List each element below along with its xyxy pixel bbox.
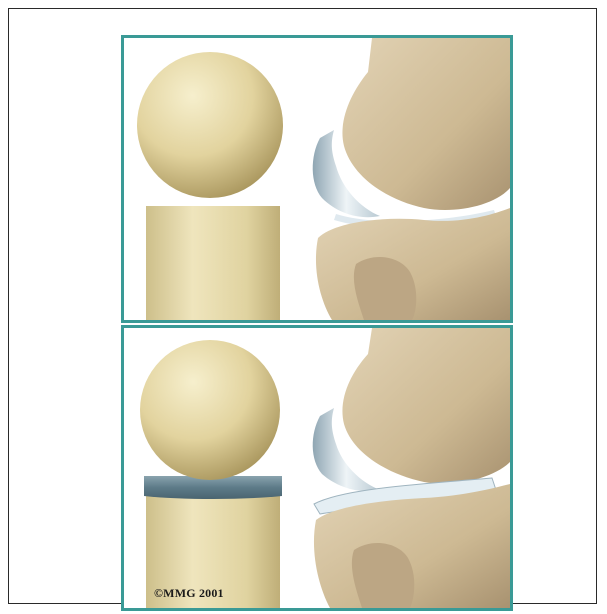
femur-bone-shape xyxy=(342,328,510,484)
rod-shape xyxy=(146,206,280,320)
figure-frame: ©MMG 2001 xyxy=(8,8,597,604)
panel-normal-joint-art xyxy=(124,38,510,320)
panel-normal-joint xyxy=(121,35,513,323)
panel-cushioned-joint-art xyxy=(124,328,510,608)
ball-shape xyxy=(140,340,280,480)
panel-cushioned-joint: ©MMG 2001 xyxy=(121,325,513,611)
ball-shape xyxy=(137,52,283,198)
copyright-text: ©MMG 2001 xyxy=(154,586,224,601)
femur-bone-shape xyxy=(342,38,510,210)
